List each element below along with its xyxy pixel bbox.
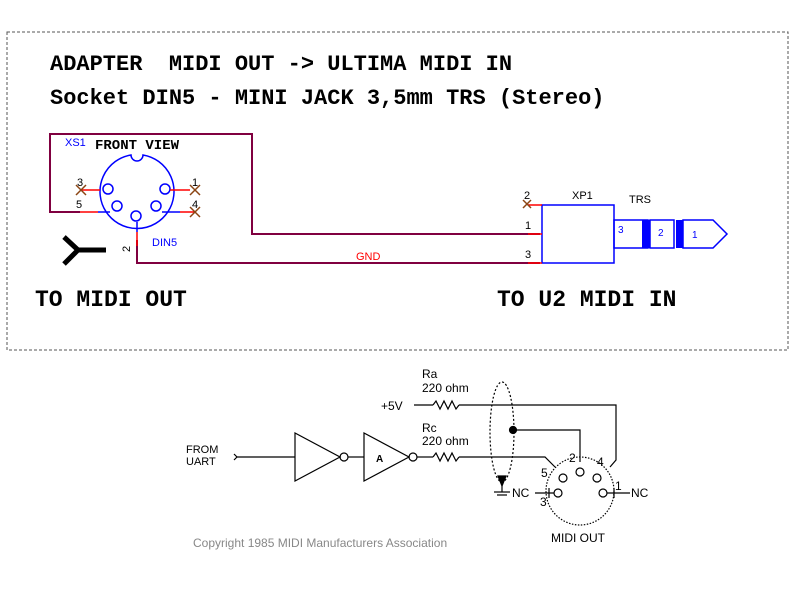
din-ref-label: XS1: [65, 137, 86, 149]
din-pin-5-label: 5: [76, 199, 82, 211]
jack-pin-1-label: 1: [525, 220, 531, 232]
nc-x-icon: [189, 184, 201, 196]
jack-body: [541, 204, 615, 264]
plug-insulator-2: [676, 220, 683, 248]
resistor-ra: [432, 399, 460, 411]
title-line-2: Socket DIN5 - MINI JACK 3,5mm TRS (Stere…: [50, 86, 605, 111]
din-pin-1-label: 1: [192, 177, 198, 189]
rc-name-label: Rc: [422, 421, 437, 435]
jack-pin-2-label: 2: [524, 190, 530, 202]
jack-type-label: TRS: [629, 194, 651, 206]
jack-xp1: XP1 TRS 2 1 3 3 2 1: [522, 190, 729, 264]
nc-x-icon: [75, 184, 87, 196]
plug-tip: [682, 219, 729, 249]
midi-pin-5-hole: [558, 473, 568, 483]
din-pin-2-hole: [130, 210, 142, 222]
shield-to-pin2-wire: [513, 429, 581, 462]
din-pin-1-hole: [159, 183, 171, 195]
midi-out-circuit: FROM UART A Rc 220 ohm +5V Ra 220 ohm: [186, 367, 649, 545]
plus5v-label: +5V: [381, 399, 403, 413]
pin-3-nc-label: NC: [512, 486, 530, 500]
midi-pin-2-label: 2: [569, 451, 576, 465]
ra-to-pin4-wire: [459, 404, 617, 468]
jack-pin-3-label: 3: [525, 249, 531, 261]
title-line-1: ADAPTER MIDI OUT -> ULTIMA MIDI IN: [50, 52, 512, 77]
midi-pin-4-hole: [592, 473, 602, 483]
din-type-label: DIN5: [152, 237, 177, 249]
dashed-frame: [6, 31, 789, 351]
midi-pin-1-hole: [598, 488, 608, 498]
to-u2-midi-in-label: TO U2 MIDI IN: [497, 287, 676, 313]
ground-icon: [497, 475, 507, 488]
midi-pin-1-label: 1: [615, 479, 622, 493]
midi-pin-2-hole: [575, 467, 585, 477]
inverter-1: [294, 432, 342, 482]
plug-segment-ring-label: 2: [658, 228, 664, 239]
jack-ref-label: XP1: [572, 190, 593, 202]
ra-name-label: Ra: [422, 367, 438, 381]
copyright-notice: Copyright 1985 MIDI Manufacturers Associ…: [193, 536, 447, 550]
midi-pin-5-label: 5: [541, 466, 548, 480]
resistor-rc: [432, 451, 460, 463]
inverter-a: [363, 432, 411, 482]
din-pin-3-hole: [102, 183, 114, 195]
rc-value-label: 220 ohm: [422, 434, 469, 448]
din5-socket: XS1 FRONT VIEW 3 1 5 4 2 DIN5: [65, 137, 201, 252]
din-body: [99, 154, 175, 230]
din-pin-2-label: 2: [121, 246, 133, 252]
din-pin-5-hole: [111, 200, 123, 212]
rc-to-pin5-wire: [459, 456, 556, 468]
cable-end-icon: [62, 235, 106, 266]
wire-pin2-to-jack3-gnd: [136, 240, 540, 264]
plug-insulator-1: [642, 220, 650, 248]
midi-out-connector-label: MIDI OUT: [551, 531, 606, 545]
to-midi-out-label: TO MIDI OUT: [35, 287, 187, 313]
wire-pin5-to-jack1: [49, 133, 540, 235]
midi-pin-3-label: 3: [540, 495, 547, 509]
din-pin-4-label: 4: [192, 199, 198, 211]
gnd-net-label: GND: [356, 251, 381, 263]
ra-value-label: 220 ohm: [422, 381, 469, 395]
midi-out-din-body: [545, 456, 615, 526]
input-arrow-icon: [233, 453, 238, 461]
din-pin-3-label: 3: [77, 177, 83, 189]
buffer-a-label: A: [376, 454, 383, 465]
din-pin-4-hole: [150, 200, 162, 212]
plug-ring: [649, 219, 675, 249]
plug-segment-sleeve-label: 3: [618, 225, 624, 236]
midi-pin-3-hole: [553, 488, 563, 498]
from-uart-label-2: UART: [186, 456, 216, 468]
midi-pin-4-label: 4: [597, 455, 604, 469]
pin-1-nc-label: NC: [631, 486, 649, 500]
din-front-view-label: FRONT VIEW: [95, 138, 180, 154]
nc-x-icon: [522, 199, 532, 209]
plug-segment-tip-label: 1: [692, 230, 698, 241]
nc-x-icon: [189, 206, 201, 218]
from-uart-label-1: FROM: [186, 444, 218, 456]
